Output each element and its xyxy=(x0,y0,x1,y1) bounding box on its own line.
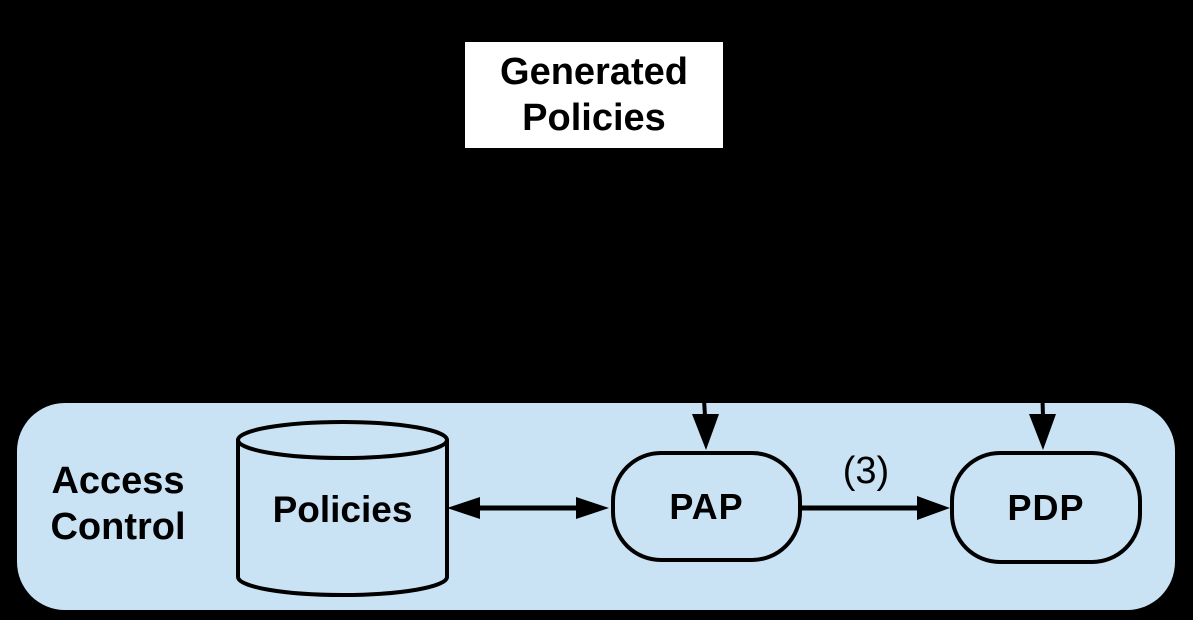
into-pdp-arrow xyxy=(1029,349,1056,450)
policies-pap-double-arrow xyxy=(447,497,609,519)
access-control-label: Access Control xyxy=(38,458,198,550)
pap-pdp-edge-label: (3) xyxy=(842,449,890,492)
pap-node-shape xyxy=(611,451,802,562)
policies-node-label: Policies xyxy=(272,489,413,531)
pdp-node-shape xyxy=(950,451,1142,564)
access-control-line2: Control xyxy=(50,506,186,548)
pdp-node-label: PDP xyxy=(1007,486,1085,528)
into-pap-arrow xyxy=(692,349,719,450)
pap-pdp-arrow xyxy=(802,496,950,520)
policies-cylinder xyxy=(236,420,449,597)
pap-node-label: PAP xyxy=(669,485,744,527)
generated-policies-line2: Policies xyxy=(522,97,666,139)
generated-policies-line1: Generated xyxy=(500,50,688,93)
generated-policies-box: Generated Policies xyxy=(465,42,723,148)
access-control-line1: Access xyxy=(51,459,185,502)
